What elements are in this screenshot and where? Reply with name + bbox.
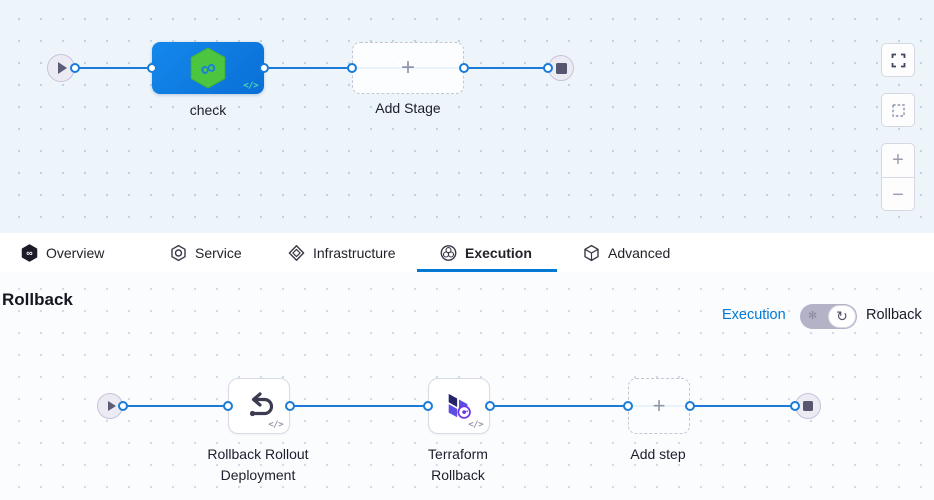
tab-service[interactable]: Service bbox=[170, 233, 242, 272]
plus-icon: + bbox=[400, 54, 415, 81]
play-icon bbox=[58, 62, 67, 74]
tab-advanced[interactable]: Advanced bbox=[583, 233, 670, 272]
pipeline-end-node[interactable] bbox=[548, 55, 574, 81]
connector-dot bbox=[485, 401, 495, 411]
code-view-icon[interactable]: </> bbox=[243, 81, 258, 91]
execution-toggle-icon: ✻ bbox=[808, 310, 818, 322]
connector-dot bbox=[423, 401, 433, 411]
add-stage-button[interactable]: + bbox=[352, 42, 464, 94]
overview-icon: ∞ bbox=[21, 243, 38, 262]
tab-label: Advanced bbox=[608, 244, 671, 261]
stage-tabbar: ∞ Overview Service Infrastructure bbox=[0, 233, 934, 272]
connector-dot bbox=[623, 401, 633, 411]
tab-label: Overview bbox=[46, 244, 105, 261]
zoom-out-button[interactable]: − bbox=[892, 183, 904, 206]
selection-tool-button[interactable] bbox=[881, 93, 915, 127]
stage-name-label: check bbox=[189, 102, 227, 118]
rollback-toggle-label: Rollback bbox=[866, 307, 922, 323]
stop-icon bbox=[803, 401, 813, 411]
connector-dot bbox=[790, 401, 800, 411]
tab-label: Infrastructure bbox=[313, 244, 396, 261]
undo-rollback-icon bbox=[249, 392, 274, 417]
add-step-button[interactable]: + bbox=[628, 378, 690, 434]
connector-dot bbox=[459, 63, 469, 73]
code-view-icon[interactable]: </> bbox=[468, 420, 483, 430]
rollback-toggle-icon: ↻ bbox=[836, 308, 848, 325]
tab-infrastructure[interactable]: Infrastructure bbox=[288, 233, 395, 272]
advanced-icon bbox=[584, 244, 599, 261]
connector-dot bbox=[347, 63, 357, 73]
rollback-toggle-knob[interactable]: ↻ bbox=[828, 305, 856, 328]
step-node-rollback-rollout-deployment[interactable]: </> bbox=[228, 378, 290, 434]
execution-icon bbox=[440, 244, 457, 261]
add-step-label: Add step bbox=[630, 446, 686, 462]
infrastructure-icon bbox=[288, 244, 305, 261]
zoom-control-group: + − bbox=[881, 143, 915, 211]
tab-label: Execution bbox=[465, 244, 532, 261]
tab-label: Service bbox=[195, 244, 242, 261]
connector-dot bbox=[118, 401, 128, 411]
stop-icon bbox=[555, 62, 567, 74]
tab-execution[interactable]: Execution bbox=[440, 233, 532, 272]
add-stage-label: Add Stage bbox=[375, 100, 441, 116]
stage-canvas[interactable]: ∞ </> check + Add Stage bbox=[0, 0, 934, 233]
terraform-rollback-icon bbox=[448, 393, 471, 419]
marquee-selection-icon bbox=[891, 103, 905, 117]
plus-icon: + bbox=[652, 393, 666, 418]
svg-text:∞: ∞ bbox=[26, 248, 33, 258]
active-tab-underline bbox=[417, 269, 557, 272]
harness-ci-icon: ∞ bbox=[190, 47, 226, 89]
connector-dot bbox=[285, 401, 295, 411]
execution-rollback-toggle[interactable]: ✻ ↻ bbox=[800, 304, 857, 329]
stage-connector-line bbox=[61, 67, 561, 69]
connector-dot bbox=[259, 63, 269, 73]
service-icon bbox=[171, 244, 186, 261]
rollback-section-heading: Rollback bbox=[2, 290, 73, 309]
step-label: Rollback Rollout Deployment bbox=[207, 446, 309, 483]
svg-text:∞: ∞ bbox=[197, 54, 220, 83]
step-label: Terraform Rollback bbox=[428, 446, 488, 483]
step-node-terraform-rollback[interactable]: </> bbox=[428, 378, 490, 434]
play-icon bbox=[107, 401, 116, 411]
execution-view-link[interactable]: Execution bbox=[722, 307, 786, 323]
connector-dot bbox=[70, 63, 80, 73]
connector-dot bbox=[147, 63, 157, 73]
tab-overview[interactable]: ∞ Overview bbox=[21, 233, 104, 272]
connector-dot bbox=[543, 63, 553, 73]
fullscreen-icon bbox=[891, 53, 905, 67]
connector-dot bbox=[685, 401, 695, 411]
stage-node-check[interactable]: ∞ </> bbox=[152, 42, 264, 94]
code-view-icon[interactable]: </> bbox=[268, 420, 283, 430]
rollback-canvas[interactable]: Rollback Execution ✻ ↻ Rollback </> Roll… bbox=[0, 272, 934, 500]
fullscreen-button[interactable] bbox=[881, 43, 915, 77]
zoom-in-button[interactable]: + bbox=[882, 144, 914, 178]
connector-dot bbox=[223, 401, 233, 411]
